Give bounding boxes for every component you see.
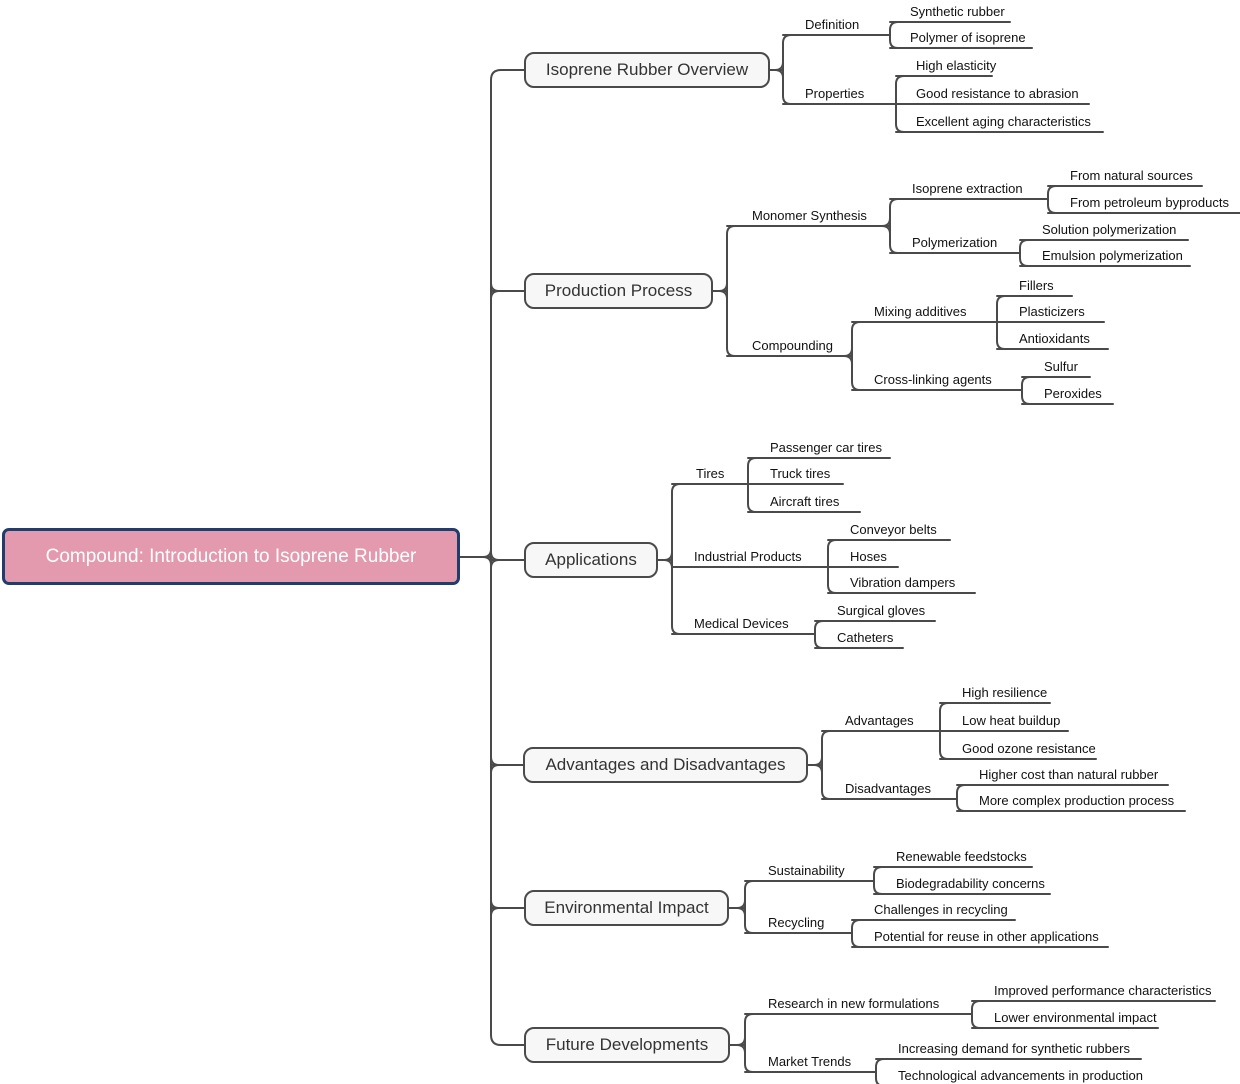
branch-applications-connectors: [657, 457, 976, 649]
node-increasing-demand: Increasing demand for synthetic rubbers: [898, 1041, 1130, 1056]
node-solution-polymerization: Solution polymerization: [1042, 222, 1177, 237]
node-high-resilience: High resilience: [962, 685, 1048, 700]
node-mixing-additives: Mixing additives: [874, 304, 967, 319]
node-low-heat-buildup: Low heat buildup: [962, 713, 1061, 728]
node-improved-performance: Improved performance characteristics: [994, 983, 1212, 998]
node-more-complex-production: More complex production process: [979, 793, 1175, 808]
node-definition: Definition: [805, 17, 860, 32]
root-node: Compound: Introduction to Isoprene Rubbe…: [2, 528, 460, 585]
node-isoprene-extraction: Isoprene extraction: [912, 181, 1023, 196]
node-high-elasticity: High elasticity: [916, 58, 997, 73]
branch-node-overview: Isoprene Rubber Overview: [524, 52, 770, 88]
node-aircraft-tires: Aircraft tires: [770, 494, 840, 509]
node-technological-advancements: Technological advancements in production: [898, 1068, 1143, 1083]
node-disadvantages: Disadvantages: [845, 781, 931, 796]
node-excellent-aging: Excellent aging characteristics: [916, 114, 1091, 129]
node-challenges-in-recycling: Challenges in recycling: [874, 902, 1008, 917]
node-fillers: Fillers: [1019, 278, 1054, 293]
node-hoses: Hoses: [850, 549, 887, 564]
node-good-resistance-abrasion: Good resistance to abrasion: [916, 86, 1079, 101]
node-market-trends: Market Trends: [768, 1054, 852, 1069]
node-conveyor-belts: Conveyor belts: [850, 522, 937, 537]
node-peroxides: Peroxides: [1044, 386, 1102, 401]
node-industrial-products: Industrial Products: [694, 549, 802, 564]
node-from-natural-sources: From natural sources: [1070, 168, 1193, 183]
node-sulfur: Sulfur: [1044, 359, 1078, 374]
branch-environment-connectors: [728, 866, 1109, 948]
node-emulsion-polymerization: Emulsion polymerization: [1042, 248, 1183, 263]
node-surgical-gloves: Surgical gloves: [837, 603, 926, 618]
branch-future-connectors: [729, 1000, 1216, 1084]
branch-label: Production Process: [544, 281, 693, 300]
branch-advantages-connectors: [807, 702, 1186, 812]
node-biodegradability-concerns: Biodegradability concerns: [896, 876, 1045, 891]
branch-label: Applications: [545, 550, 637, 569]
branch-node-applications: Applications: [524, 542, 658, 578]
node-catheters: Catheters: [837, 630, 894, 645]
node-research-new-formulations: Research in new formulations: [768, 996, 940, 1011]
node-tires: Tires: [696, 466, 725, 481]
branch-node-production: Production Process: [524, 273, 713, 309]
trunk-connector: [459, 69, 525, 1046]
branch-node-environmental-impact: Environmental Impact: [524, 890, 729, 926]
node-from-petroleum-byproducts: From petroleum byproducts: [1070, 195, 1229, 210]
branch-production-connectors: [712, 185, 1240, 405]
node-potential-for-reuse: Potential for reuse in other application…: [874, 929, 1099, 944]
node-compounding: Compounding: [752, 338, 833, 353]
node-polymer-of-isoprene: Polymer of isoprene: [910, 30, 1026, 45]
branch-node-advantages-disadvantages: Advantages and Disadvantages: [523, 747, 808, 783]
node-lower-environmental-impact: Lower environmental impact: [994, 1010, 1157, 1025]
node-polymerization: Polymerization: [912, 235, 998, 250]
node-monomer-synthesis: Monomer Synthesis: [752, 208, 867, 223]
branch-label: Advantages and Disadvantages: [545, 755, 786, 774]
root-node-label: Compound: Introduction to Isoprene Rubbe…: [45, 545, 417, 567]
node-advantages: Advantages: [845, 713, 914, 728]
node-properties: Properties: [805, 86, 865, 101]
node-sustainability: Sustainability: [768, 863, 845, 878]
branch-label: Isoprene Rubber Overview: [545, 60, 749, 79]
branch-label: Future Developments: [545, 1035, 709, 1054]
branch-node-future-developments: Future Developments: [524, 1027, 730, 1063]
node-higher-cost: Higher cost than natural rubber: [979, 767, 1159, 782]
node-passenger-car-tires: Passenger car tires: [770, 440, 882, 455]
node-antioxidants: Antioxidants: [1019, 331, 1090, 346]
branch-label: Environmental Impact: [544, 898, 709, 917]
node-cross-linking-agents: Cross-linking agents: [874, 372, 992, 387]
node-medical-devices: Medical Devices: [694, 616, 789, 631]
node-synthetic-rubber: Synthetic rubber: [910, 4, 1005, 19]
node-renewable-feedstocks: Renewable feedstocks: [896, 849, 1027, 864]
node-good-ozone-resistance: Good ozone resistance: [962, 741, 1096, 756]
node-vibration-dampers: Vibration dampers: [850, 575, 956, 590]
branch-overview-connectors: [769, 21, 1104, 133]
node-truck-tires: Truck tires: [770, 466, 831, 481]
node-plasticizers: Plasticizers: [1019, 304, 1085, 319]
node-recycling: Recycling: [768, 915, 825, 930]
